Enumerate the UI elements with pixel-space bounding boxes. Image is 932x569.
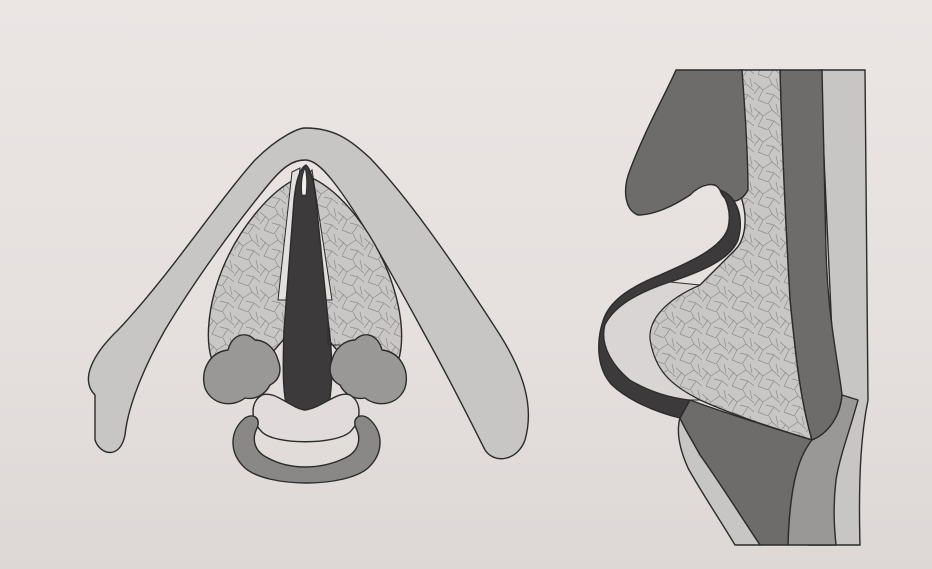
sagittal-section-panel (599, 70, 868, 545)
epiglottis (626, 70, 748, 215)
superior-view-panel (88, 128, 528, 483)
